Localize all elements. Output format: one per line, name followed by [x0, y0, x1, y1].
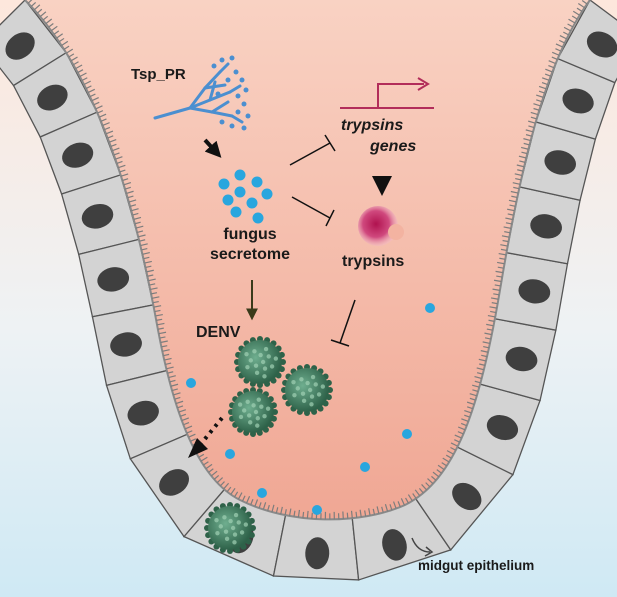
trypsins-genes-label-line1: trypsins	[341, 117, 404, 134]
inhibition-secretome-genes	[289, 134, 336, 166]
denv-particles	[204, 336, 333, 554]
midgut-epithelium-pointer	[411, 537, 434, 557]
cell-nucleus	[486, 415, 519, 441]
cell-nucleus	[62, 142, 94, 168]
cell-nucleus	[562, 88, 594, 114]
cell-nucleus	[530, 214, 562, 239]
microvilli-border	[24, 0, 591, 521]
tsp-pr-label: Tsp_PR	[131, 66, 186, 83]
denv-virus-icon	[234, 336, 286, 388]
trypsins-genes-label-line2: genes	[370, 138, 417, 155]
trypsin-icon	[358, 206, 404, 246]
cell-nucleus	[97, 267, 130, 292]
midgut-epithelium-label: midgut epithelium	[418, 558, 535, 573]
denv-virus-icon	[281, 364, 333, 416]
cell-nucleus	[110, 332, 142, 357]
arrow-tsp-to-secretome	[203, 138, 222, 158]
midgut-lumen	[25, 0, 590, 520]
virus-entry-arrow	[188, 416, 224, 458]
denv-label: DENV	[196, 324, 241, 341]
inhibition-secretome-trypsins	[291, 196, 335, 227]
trypsins-label: trypsins	[342, 253, 405, 270]
cell-nucleus	[37, 84, 68, 111]
denv-virus-icon	[204, 502, 256, 554]
cell-nucleus	[81, 203, 114, 229]
tsp-pr-dots	[211, 55, 251, 131]
tsp-pr-protein-icon	[153, 62, 244, 124]
cell-nucleus	[505, 346, 538, 372]
cell-nucleus	[586, 31, 617, 58]
cell-nucleus	[127, 400, 159, 426]
gene-promoter-arrow-icon	[340, 77, 434, 109]
cell-nucleus	[544, 150, 577, 175]
microvilli	[25, 0, 590, 520]
fungus-secretome-label-line2: secretome	[209, 246, 291, 263]
cell-nucleus	[518, 279, 551, 304]
cell-nucleus	[159, 469, 190, 496]
cell-nucleus	[305, 537, 330, 570]
secretome-dots	[218, 169, 273, 224]
fungus-secretome-label-line1: fungus	[223, 226, 277, 243]
inhibition-trypsins-denv	[330, 299, 356, 347]
cell-nucleus	[382, 529, 407, 561]
denv-virus-icon	[228, 387, 278, 437]
epithelium-dots	[186, 303, 435, 515]
cell-nucleus	[5, 32, 35, 60]
cell-nucleus	[452, 482, 482, 511]
